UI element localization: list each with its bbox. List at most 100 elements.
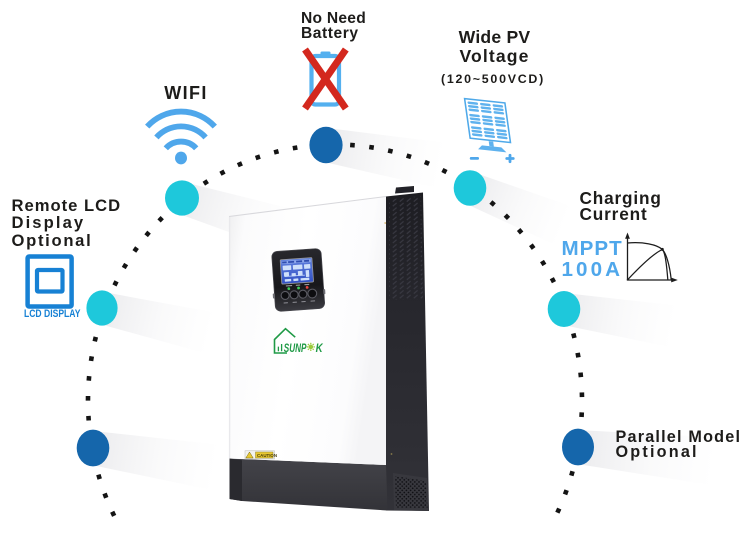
marker-circle-wifi [165, 180, 199, 216]
battery-body [309, 53, 342, 107]
label-no-need-battery: No Need Battery [301, 11, 366, 43]
caution-label: CAUTION [244, 450, 277, 460]
brand-text-right: K [316, 341, 324, 355]
arc-dot [86, 375, 92, 381]
label-line: Voltage [459, 46, 530, 67]
minus-terminal [469, 157, 479, 160]
label-mppt-100a: MPPT 100A [561, 237, 624, 282]
label-lcd-display-caption: LCD DISPLAY [24, 308, 96, 320]
marker-circle-lcd [86, 290, 118, 326]
iv-curve [627, 242, 672, 280]
arc-dot [92, 336, 99, 342]
solar-cells [467, 101, 508, 140]
arc-dot [529, 243, 536, 250]
arc-dot [96, 473, 102, 480]
label-line: LCD DISPLAY [23, 307, 80, 320]
arc-dot [121, 262, 129, 270]
label-line: Wide PV [458, 26, 531, 47]
panel-stand-base [478, 145, 507, 153]
arc-dot [405, 153, 412, 160]
front-face [229, 196, 386, 465]
arc-dot [489, 200, 496, 207]
arc-dot [516, 227, 524, 235]
caution-text: CAUTION [257, 453, 277, 458]
led-red [305, 285, 309, 289]
arc-dot [254, 154, 261, 161]
arc-dot [579, 392, 585, 398]
arc-dot [575, 352, 581, 358]
marker-circle-solar [453, 170, 487, 206]
base-front [229, 458, 388, 511]
brand-text-left: SUNP [284, 341, 307, 355]
logo-house-marks [277, 344, 283, 352]
x-axis-arrow [671, 277, 678, 283]
arc-dot [540, 259, 547, 267]
arc-dot [273, 149, 280, 155]
arc-dot [555, 507, 562, 514]
mpp-point [660, 247, 664, 251]
panel-stand-stem [488, 141, 494, 147]
panel-buttons[interactable] [280, 288, 318, 300]
label-pv-voltage-range: (120~500VCD) [441, 72, 545, 86]
label-line: Optional [615, 442, 699, 461]
red-cross-icon [302, 47, 349, 111]
label-line: MPPT [561, 237, 623, 260]
logo-sun-icon [306, 342, 315, 351]
y-axis-arrow [625, 232, 630, 239]
led-green-2 [297, 286, 300, 290]
control-panel [271, 248, 326, 312]
lcd-display-icon [25, 254, 74, 309]
side-vents-top [389, 196, 423, 300]
arc-dot [110, 510, 117, 517]
label-line: Charging [579, 188, 662, 208]
label-line: Battery [301, 25, 359, 43]
inverter-product: SUNP K CAUTION [228, 186, 429, 511]
arc-dot [236, 161, 243, 168]
arc-dot [349, 142, 355, 148]
battery-crossed-icon [302, 47, 349, 111]
panel-clip-right [323, 289, 326, 295]
arc-dot [562, 489, 569, 496]
label-wifi: WIFI [164, 83, 208, 104]
arc-dot [503, 213, 511, 221]
base-bevel [229, 458, 242, 501]
label-line: (120~500VCD) [441, 71, 545, 86]
marker-circle-bottom-left [76, 429, 110, 467]
warning-triangle-icon [245, 451, 254, 459]
arc-dot [132, 246, 139, 253]
wifi-icon [145, 108, 217, 165]
label-line: Optional [11, 230, 93, 250]
mount-bracket [395, 186, 414, 194]
button-labels [283, 300, 316, 304]
label-wide-pv-voltage: Wide PV Voltage [458, 26, 531, 68]
mppt-curve-icon [625, 232, 678, 283]
arc-dot [441, 167, 448, 175]
label-line: Remote LCD [11, 195, 122, 215]
lcd-content [282, 263, 311, 282]
marker-circle-parallel [562, 428, 594, 466]
arc-dot [88, 356, 95, 362]
arc-dot [102, 492, 109, 499]
arc-dot [219, 169, 226, 176]
led-green-1 [287, 287, 291, 291]
arc-dot [86, 415, 92, 421]
label-remote-lcd: Remote LCD Display Optional [11, 195, 122, 250]
arc-dot [387, 148, 394, 154]
pv-curve [627, 249, 669, 281]
solar-panel-icon [463, 97, 515, 164]
label-line: 100A [561, 258, 624, 282]
label-line: Parallel Model [615, 428, 742, 446]
screw-dot [384, 222, 387, 224]
marker-circle-mppt [547, 291, 581, 327]
arc-dot [85, 395, 91, 401]
logo-house-outline [273, 327, 296, 354]
front-top-edge [228, 196, 387, 217]
base-side-vent-dots [395, 476, 428, 508]
label-line: Display [11, 213, 86, 233]
arc-dot [571, 332, 577, 339]
arc-dot [578, 372, 584, 378]
arc-dot [112, 280, 119, 287]
label-charging-current: Charging Current [579, 188, 662, 222]
arc-dot [549, 277, 556, 284]
